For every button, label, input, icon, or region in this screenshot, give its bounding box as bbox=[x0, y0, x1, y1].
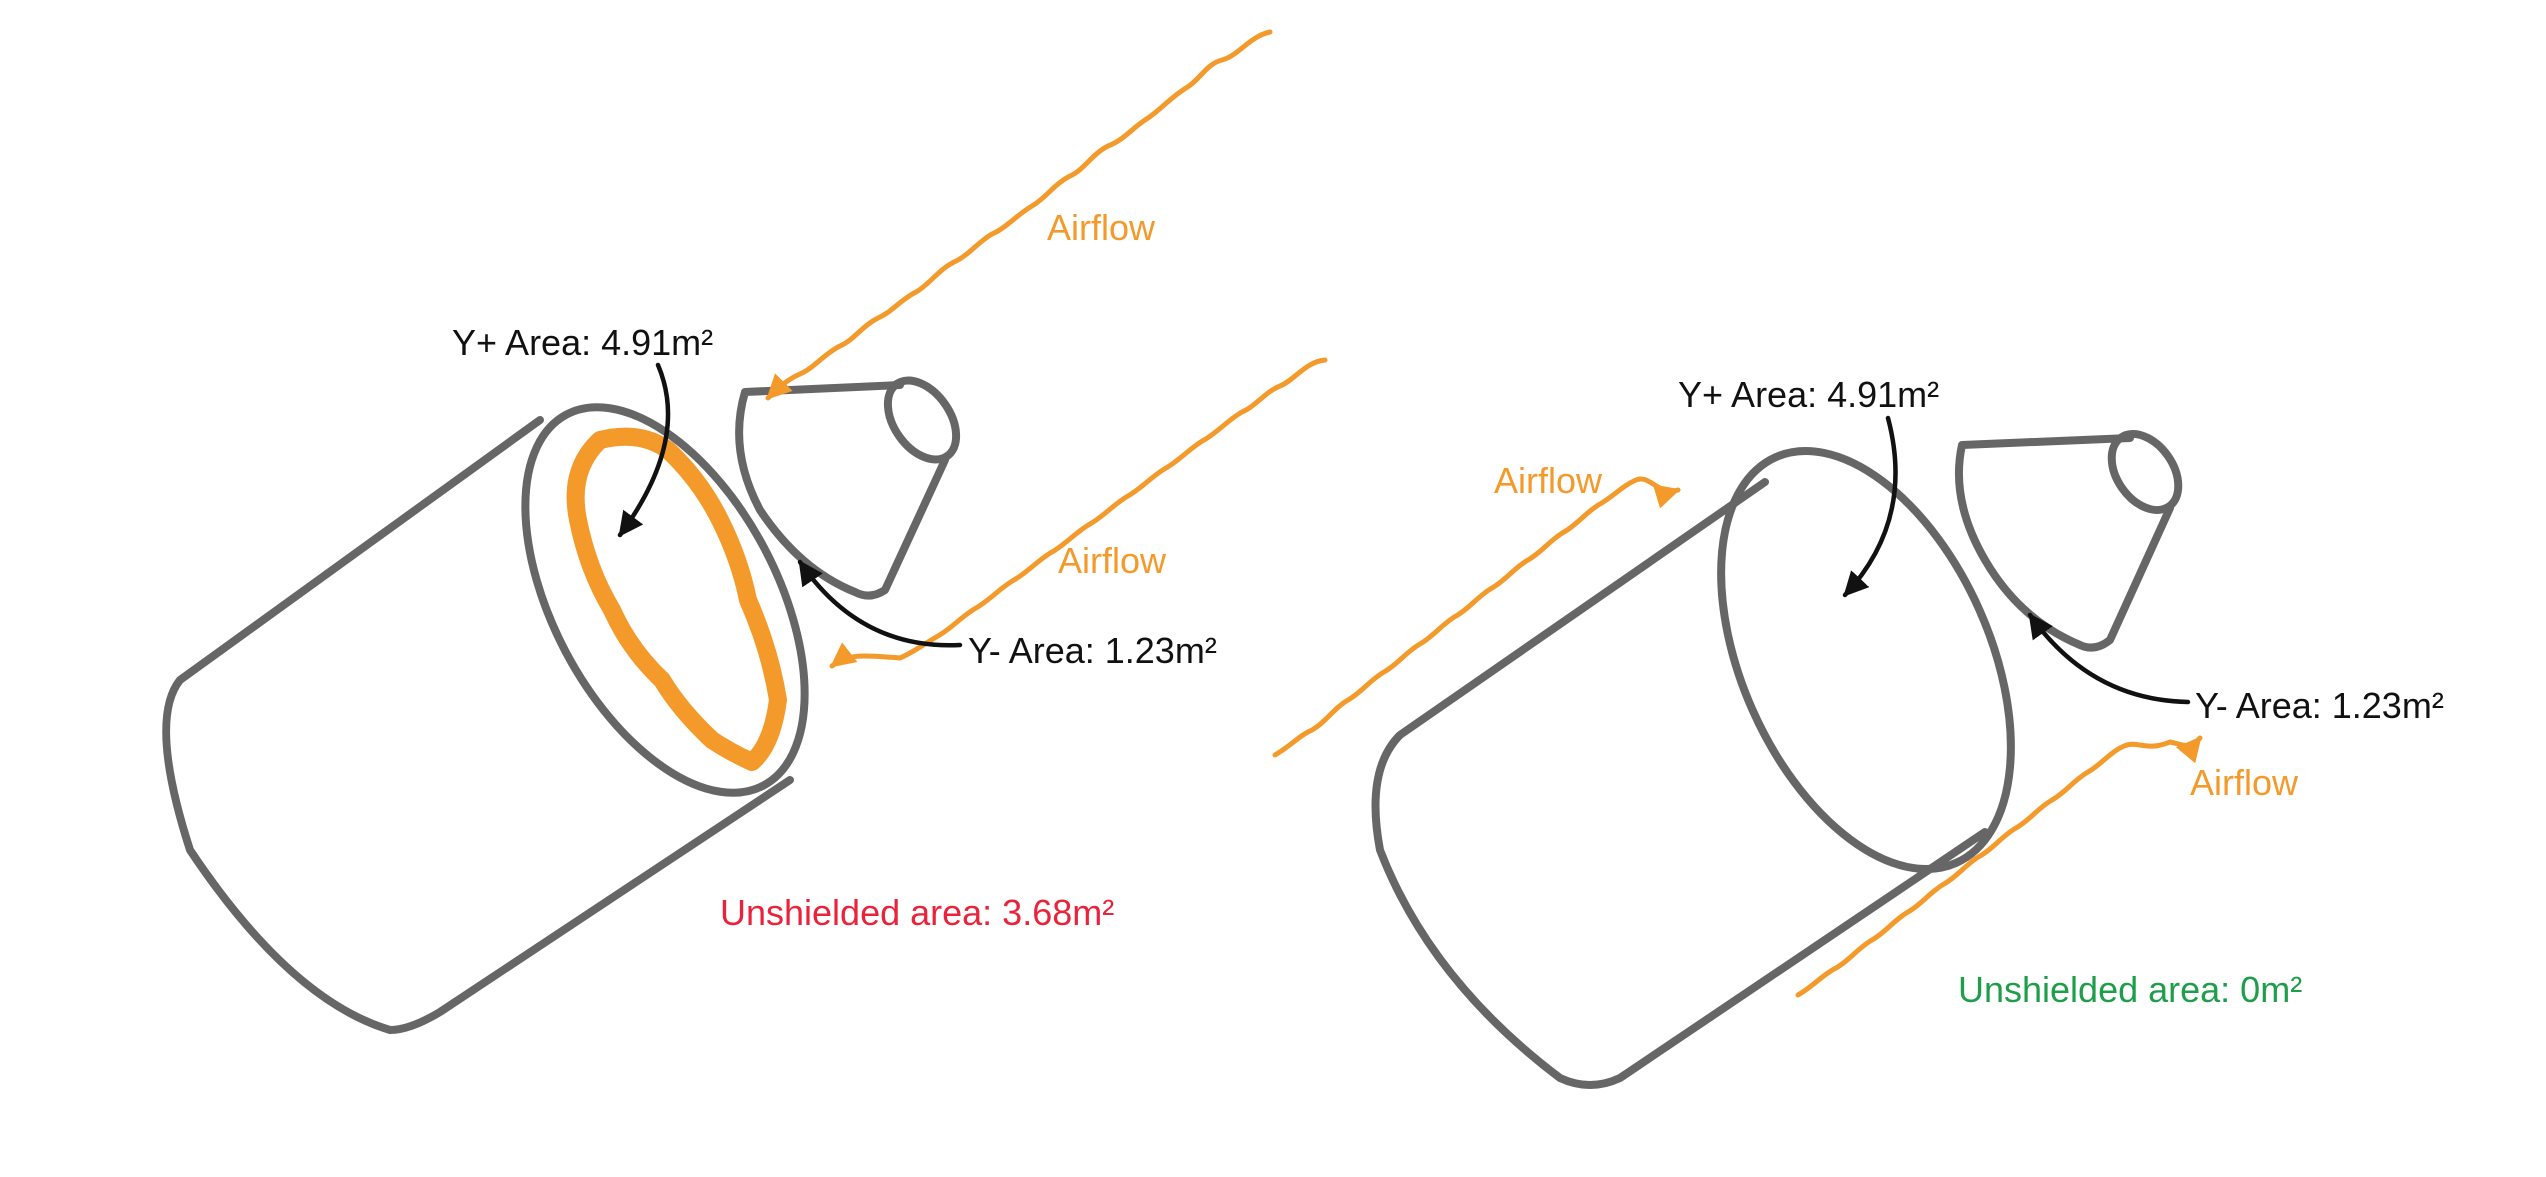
right-y-minus-label: Y- Area: 1.23m² bbox=[2195, 685, 2444, 726]
left-airflow-lower-wave bbox=[829, 357, 1328, 669]
left-unshielded-highlight bbox=[566, 427, 787, 771]
left-airflow-upper-wave bbox=[765, 29, 1273, 401]
right-airflow-lower-label: Airflow bbox=[2190, 762, 2299, 803]
right-panel: Y+ Area: 4.91m² Y- Area: 1.23m² Airflow … bbox=[1272, 374, 2444, 1089]
left-cylinder-end-face bbox=[521, 403, 809, 797]
right-airflow-upper-wave bbox=[1272, 476, 1681, 758]
left-y-minus-label: Y- Area: 1.23m² bbox=[968, 630, 1217, 671]
left-y-plus-pointer bbox=[617, 362, 671, 538]
right-cylinder-body bbox=[1371, 478, 1989, 1089]
left-nose-cone-tip bbox=[883, 376, 961, 464]
right-airflow-lower-wave bbox=[1795, 735, 2203, 998]
right-airflow-upper-label: Airflow bbox=[1494, 460, 1603, 501]
right-y-plus-label: Y+ Area: 4.91m² bbox=[1678, 374, 1939, 415]
right-nose-cone-tip bbox=[2107, 430, 2183, 514]
right-unshielded-label: Unshielded area: 0m² bbox=[1958, 969, 2302, 1010]
left-unshielded-label: Unshielded area: 3.68m² bbox=[720, 892, 1114, 933]
left-airflow-upper-label: Airflow bbox=[1047, 207, 1156, 248]
right-nose-cone bbox=[1954, 434, 2174, 652]
left-y-plus-label: Y+ Area: 4.91m² bbox=[452, 322, 713, 363]
left-panel: Y+ Area: 4.91m² Y- Area: 1.23m² Airflow … bbox=[162, 29, 1328, 1034]
right-cylinder-end-face bbox=[1717, 447, 2015, 873]
left-y-minus-pointer bbox=[797, 559, 963, 648]
left-cylinder-body bbox=[162, 416, 794, 1034]
right-y-plus-pointer bbox=[1842, 415, 1898, 598]
right-y-minus-pointer bbox=[2027, 612, 2191, 705]
left-airflow-lower-label: Airflow bbox=[1058, 540, 1167, 581]
